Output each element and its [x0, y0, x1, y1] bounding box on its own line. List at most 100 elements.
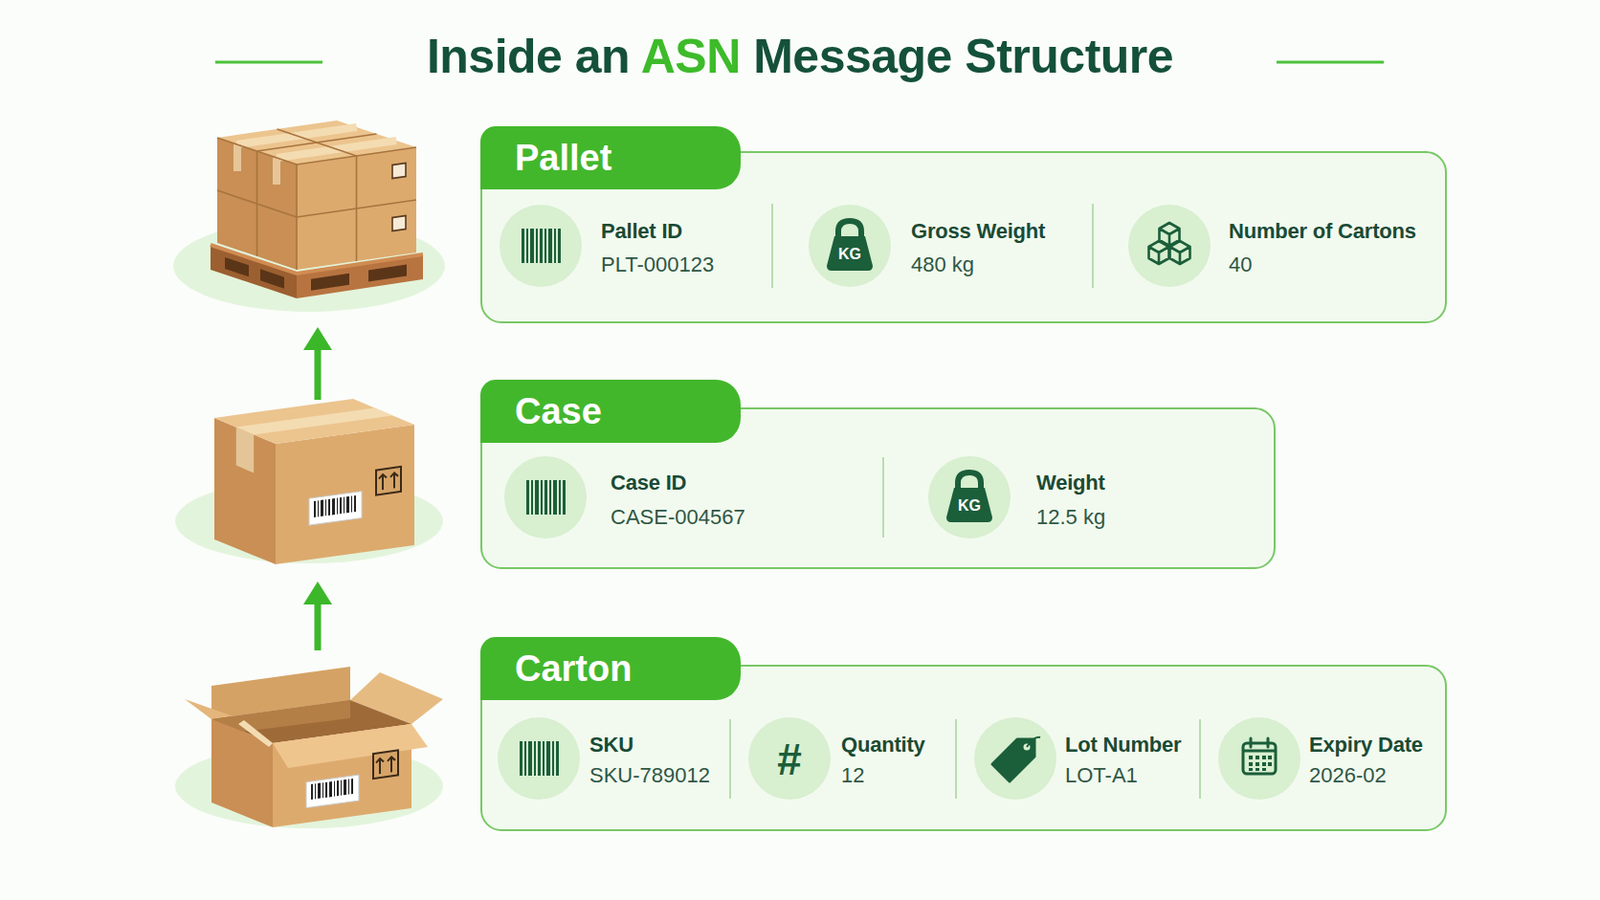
cartons-icon	[1149, 222, 1191, 265]
icon-circle	[1128, 204, 1211, 288]
calendar-icon	[1266, 738, 1270, 748]
icon-circle	[497, 204, 1301, 800]
title-word	[740, 29, 754, 84]
title-word: Message	[753, 29, 953, 84]
barcode-icon	[519, 228, 566, 777]
carton-illustration	[238, 720, 273, 748]
stack-arrow	[314, 346, 322, 400]
glow-ellipse	[173, 220, 445, 829]
stack-arrow	[303, 327, 333, 351]
field-divider	[730, 203, 1200, 800]
carton-illustration	[376, 756, 396, 776]
barcode-icon	[521, 228, 561, 264]
section-heading: Pallet	[480, 126, 741, 190]
section-heading: Carton	[480, 637, 741, 701]
case-illustration	[275, 424, 415, 565]
pallet-illustration	[311, 273, 350, 291]
carton-illustration	[311, 784, 313, 800]
icon-circle	[974, 717, 1057, 800]
field-divider	[1199, 719, 1201, 800]
calendar-icon	[1262, 768, 1267, 772]
calendar-icon	[1248, 768, 1253, 772]
case-illustration	[313, 495, 356, 518]
section-panel: Carton	[480, 637, 1447, 832]
title-word	[561, 29, 575, 84]
icon-circle	[1218, 717, 1301, 800]
pallet-illustration	[272, 157, 281, 185]
pallet-illustration	[295, 164, 298, 270]
case-illustration	[236, 427, 254, 474]
case-illustration	[378, 472, 399, 491]
cartons-icon	[1149, 241, 1170, 265]
pallet-illustration	[368, 265, 407, 283]
calendar-icon	[1243, 738, 1276, 775]
calendar-icon	[1255, 755, 1260, 760]
carton-illustration	[351, 778, 354, 795]
case-illustration	[317, 500, 319, 517]
calendar-icon	[1262, 762, 1267, 767]
calendar-icon	[1243, 743, 1276, 775]
pallet-illustration	[392, 162, 406, 231]
case-illustration	[325, 499, 327, 516]
tag-icon	[1026, 737, 1041, 748]
case-illustration	[313, 501, 316, 518]
case-illustration	[336, 498, 338, 515]
pallet-illustration	[217, 137, 417, 165]
title-word: an	[575, 29, 630, 84]
pallet-illustration	[392, 162, 406, 178]
pallet-illustration	[256, 151, 259, 257]
calendar-icon	[1267, 755, 1272, 760]
section-panel: Pallet	[480, 126, 1447, 324]
carton-illustration	[373, 750, 399, 779]
barcode-icon	[526, 480, 566, 515]
pallet-illustration	[392, 215, 406, 231]
carton-illustration	[322, 782, 324, 799]
tag-icon	[992, 737, 1041, 782]
case-illustration	[346, 496, 350, 513]
carton-illustration	[317, 783, 321, 800]
carton-illustration	[333, 781, 335, 798]
section-heading: Case	[480, 379, 741, 444]
case-illustration	[376, 466, 401, 496]
case-illustration	[328, 499, 331, 516]
case-illustration	[320, 500, 324, 517]
case-illustration	[236, 408, 393, 436]
icon-circle	[928, 456, 1011, 539]
title-word	[629, 29, 642, 84]
diagram-title: Inside an ASN Message Structure	[0, 26, 1600, 87]
carton-illustration	[211, 719, 273, 828]
case-illustration	[214, 399, 415, 565]
field-divider	[1091, 203, 1094, 289]
carton-illustration	[311, 778, 354, 800]
title-rule	[1276, 61, 1384, 65]
pallet-illustration	[277, 129, 357, 156]
title-rule	[215, 61, 323, 65]
icon-circle	[499, 204, 582, 288]
calendar-icon	[1248, 755, 1272, 772]
calendar-icon	[1243, 750, 1276, 754]
field-divider	[729, 719, 732, 800]
icon-circle	[504, 456, 587, 539]
title-word: Structure	[964, 29, 1174, 84]
title-rule	[215, 62, 1384, 64]
stack-arrow	[303, 581, 333, 605]
field-divider	[771, 203, 774, 289]
carton-illustration	[343, 779, 347, 796]
stack-arrow	[303, 327, 333, 651]
case-illustration	[343, 497, 345, 514]
cartons-icon	[1159, 222, 1180, 246]
icon-circle	[808, 204, 891, 288]
carton-illustration	[184, 666, 444, 828]
pallet-illustration	[355, 155, 358, 262]
tag-icon	[992, 739, 1035, 782]
title-word: Inside	[426, 29, 562, 84]
case-illustration	[339, 497, 342, 514]
title-word	[952, 29, 965, 84]
case-illustration	[214, 418, 276, 565]
case-illustration	[390, 472, 399, 489]
pallet-illustration	[224, 257, 249, 277]
section-panel: Case	[480, 379, 1276, 570]
case-illustration	[351, 495, 353, 512]
carton-illustration	[376, 758, 384, 776]
